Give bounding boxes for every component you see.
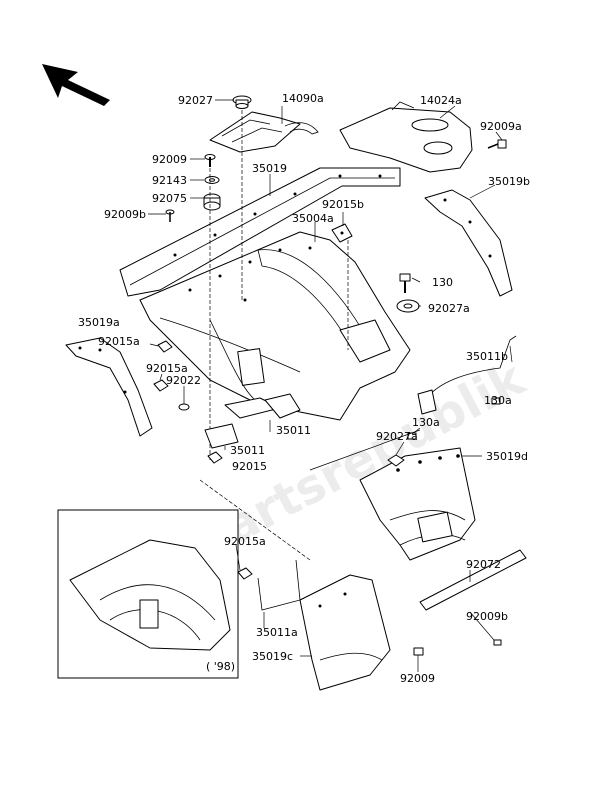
label-92027a-mid: 92027a (376, 430, 418, 443)
label-130a-right: 130a (484, 394, 512, 407)
part-92015a-nut (153, 379, 169, 392)
label-35019b: 35019b (488, 175, 530, 188)
part-92009b-screw (165, 209, 175, 222)
label-92015a-bottom: 92015a (224, 535, 266, 548)
label-92072: 92072 (466, 558, 501, 571)
label-130: 130 (432, 276, 453, 289)
part-35011-bracket (204, 393, 301, 449)
assembly-line (309, 429, 421, 471)
part-92015b-clip (331, 223, 353, 243)
label-35011-lower: 35011 (230, 444, 265, 457)
label-92009b: 92009b (104, 208, 146, 221)
part-92009-bolt (204, 154, 216, 167)
part-92009b-bolt (493, 639, 502, 646)
label-98: ( '98) (206, 660, 235, 673)
label-92027a: 92027a (428, 302, 470, 315)
part-92075-grommet (203, 193, 221, 211)
part-92015a-nut (157, 340, 173, 353)
part-92009a-bolt (487, 139, 507, 149)
part-35019d-mudflap (359, 447, 476, 561)
part-14090a-cover (209, 111, 319, 153)
part-92143-collar (204, 176, 220, 184)
label-92009: 92009 (152, 153, 187, 166)
part-92022-washer (178, 403, 190, 411)
part-35019-stay (119, 167, 401, 297)
part-35011b-rod (417, 335, 517, 415)
part-35011a-bracket (257, 559, 301, 611)
label-92009b-bottom: 92009b (466, 610, 508, 623)
part-130a-bolt (491, 397, 501, 405)
label-92027: 92027 (178, 94, 213, 107)
label-130a-mid: 130a (412, 416, 440, 429)
part-92009-bolt (413, 647, 424, 656)
label-92015a: 92015a (98, 335, 140, 348)
label-35019c: 35019c (252, 650, 293, 663)
part-92027a-nut (387, 454, 405, 467)
label-35004a: 35004a (292, 212, 334, 225)
label-35019: 35019 (252, 162, 287, 175)
label-92022: 92022 (166, 374, 201, 387)
part-92015a-nut (237, 567, 253, 580)
label-92015: 92015 (232, 460, 267, 473)
part-35019b-bracket (424, 189, 513, 297)
part-92015-nut (207, 451, 223, 464)
label-92075: 92075 (152, 192, 187, 205)
label-92143: 92143 (152, 174, 187, 187)
label-35019d: 35019d (486, 450, 528, 463)
label-35011: 35011 (276, 424, 311, 437)
assembly-line (199, 479, 311, 561)
label-35011a: 35011a (256, 626, 298, 639)
part-92027-grommet (232, 95, 252, 109)
label-92015b: 92015b (322, 198, 364, 211)
label-92009a: 92009a (480, 120, 522, 133)
part-35019c-mudflap (299, 574, 391, 691)
direction-arrow-icon (42, 64, 110, 106)
leader-lines (148, 99, 513, 672)
label-92009-bottom: 92009 (400, 672, 435, 685)
part-labels: 92027 14090a 14024a 92009a 92009 35019 9… (78, 92, 530, 685)
label-92015a-mid: 92015a (146, 362, 188, 375)
part-35004a-rear-fender (139, 231, 411, 421)
part-92027a-nut (396, 299, 420, 313)
label-35019a: 35019a (78, 316, 120, 329)
part-35019a-bracket (65, 337, 153, 437)
label-14024a: 14024a (420, 94, 462, 107)
inset-98-variant (57, 509, 239, 679)
part-130-bolt (399, 273, 411, 293)
label-14090a: 14090a (282, 92, 324, 105)
label-35011b: 35011b (466, 350, 508, 363)
part-92072-strap (419, 549, 527, 611)
part-14024a-cover (339, 101, 473, 173)
